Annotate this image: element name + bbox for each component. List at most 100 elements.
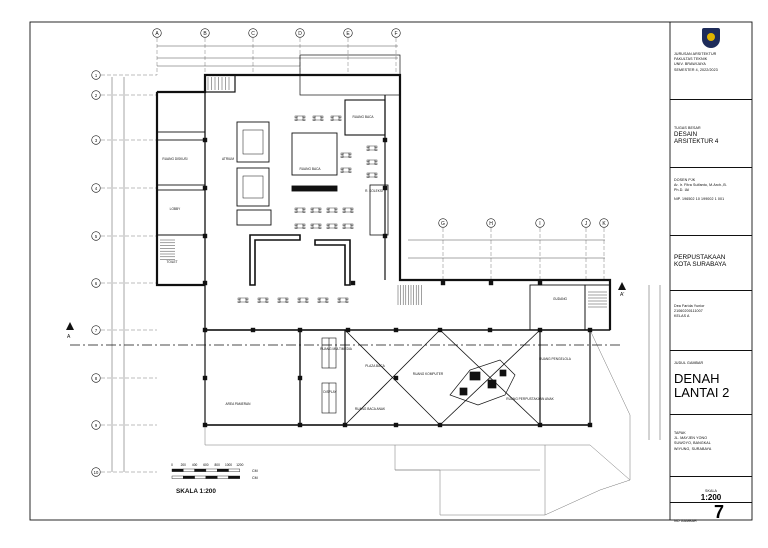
grid-marker-6: 6 <box>91 278 157 288</box>
stair-top-left <box>204 74 236 93</box>
reading-table-set <box>297 297 309 303</box>
column <box>393 327 399 333</box>
room-label: LOBBY <box>170 207 182 211</box>
shelves <box>321 337 337 414</box>
scale-segment <box>228 468 241 472</box>
reading-table-set <box>312 115 324 121</box>
reading-table-set <box>326 207 338 213</box>
course-label: TUGAS BESAR <box>674 126 701 130</box>
grid-marker-A: A <box>152 28 162 75</box>
grid-label: 1 <box>95 73 98 78</box>
grid-marker-1: 1 <box>91 70 157 80</box>
column <box>488 280 494 286</box>
column <box>437 327 443 333</box>
reading-table-set <box>326 223 338 229</box>
site-cell: TAPAK JL. MAYJEN YONO SUWOYO, BANGKAL WI… <box>670 414 752 476</box>
site-line-2: SUWOYO, BANGKAL <box>674 441 711 446</box>
project-cell: PERPUSTAKAAN KOTA SURABAYA <box>670 235 752 290</box>
reading-table-set <box>342 223 354 229</box>
atrium-voids <box>236 121 351 286</box>
institution-line-4: SEMESTER 4, 2022/2023 <box>674 67 718 72</box>
display-cluster <box>449 359 516 406</box>
column <box>202 185 208 191</box>
column <box>202 137 208 143</box>
grid-label: 10 <box>94 470 99 475</box>
column <box>202 375 208 381</box>
grid-marker-C: C <box>248 28 258 75</box>
service-core-left <box>156 91 206 133</box>
site-label: TAPAK <box>674 431 686 435</box>
room-label: TOILET <box>166 260 177 264</box>
reading-table-set <box>340 152 352 158</box>
outer-wall-upper <box>157 73 612 330</box>
course-title-1: DESAIN <box>674 131 698 139</box>
drawing-title-2: LANTAI 2 <box>674 385 730 401</box>
room-left-2 <box>156 189 206 236</box>
room-label: DISPLAY <box>323 390 337 394</box>
grid-label: A <box>155 31 159 37</box>
grid-marker-D: D <box>295 28 305 75</box>
room-label: RUANG MULTIMEDIA <box>320 347 353 351</box>
column <box>537 327 543 333</box>
grid-marker-8: 8 <box>91 373 157 383</box>
sheet-no-label: NO GAMBAR <box>674 519 697 523</box>
reading-table-set <box>294 207 306 213</box>
drawing-title-cell: JUDUL GAMBAR DENAH LANTAI 2 <box>670 350 752 414</box>
reading-table-set <box>257 297 269 303</box>
scale-tick: 0 <box>171 463 173 467</box>
column <box>382 185 388 191</box>
column <box>587 422 593 428</box>
grid-label: E <box>346 31 350 37</box>
north-room <box>299 54 401 96</box>
scale-segment <box>205 468 218 472</box>
scale-segment <box>205 475 218 479</box>
grid-label: 8 <box>95 376 98 381</box>
reading-table-set <box>277 297 289 303</box>
grid-label: C <box>251 31 255 37</box>
reading-table-set <box>340 167 352 173</box>
dimension-lines <box>111 45 661 472</box>
scale-cell: SKALA 1:200 <box>670 476 752 502</box>
drawing-title-1: DENAH <box>674 371 720 387</box>
grid-marker-E: E <box>343 28 353 75</box>
grid-label: I <box>539 221 540 227</box>
outer-wall-left <box>155 92 205 287</box>
student-name: Dea Farida Yunior <box>674 304 705 308</box>
lower-block-left <box>204 329 301 426</box>
reading-table-set <box>310 223 322 229</box>
grid-label: F <box>394 31 397 37</box>
scale-segment <box>228 475 241 479</box>
scale-segment <box>194 475 207 479</box>
grid-label: 2 <box>95 93 98 98</box>
room-label: GUDANG <box>553 297 568 301</box>
institution-line-2: FAKULTAS TEKNIK <box>674 57 708 62</box>
reading-table-set <box>310 207 322 213</box>
column <box>382 233 388 239</box>
project-name-1: PERPUSTAKAAN <box>674 254 726 261</box>
column <box>393 375 399 381</box>
lecturer-label: DOSEN PJK <box>674 178 696 182</box>
student-id: 21060200111007 <box>674 309 703 314</box>
room-label: RUANG KOMPUTER <box>413 372 444 376</box>
grid-label: J <box>585 221 588 227</box>
scale-caption: SKALA 1:200 <box>176 488 216 495</box>
reading-room-ne <box>344 99 386 136</box>
reading-table-set <box>366 145 378 151</box>
scale-unit: CM <box>252 476 258 480</box>
scale-segment <box>183 475 195 479</box>
section-mark-right: A' <box>620 292 624 298</box>
column <box>587 327 593 333</box>
scale-label: SKALA <box>704 489 718 493</box>
grid-marker-F: F <box>391 28 401 75</box>
column <box>342 422 348 428</box>
grid-marker-7: 7 <box>91 325 157 335</box>
section-mark-left: A <box>67 334 71 340</box>
room-label: ATRIUM <box>222 157 234 161</box>
lower-block-mid <box>299 329 346 426</box>
reading-table-set <box>366 172 378 178</box>
